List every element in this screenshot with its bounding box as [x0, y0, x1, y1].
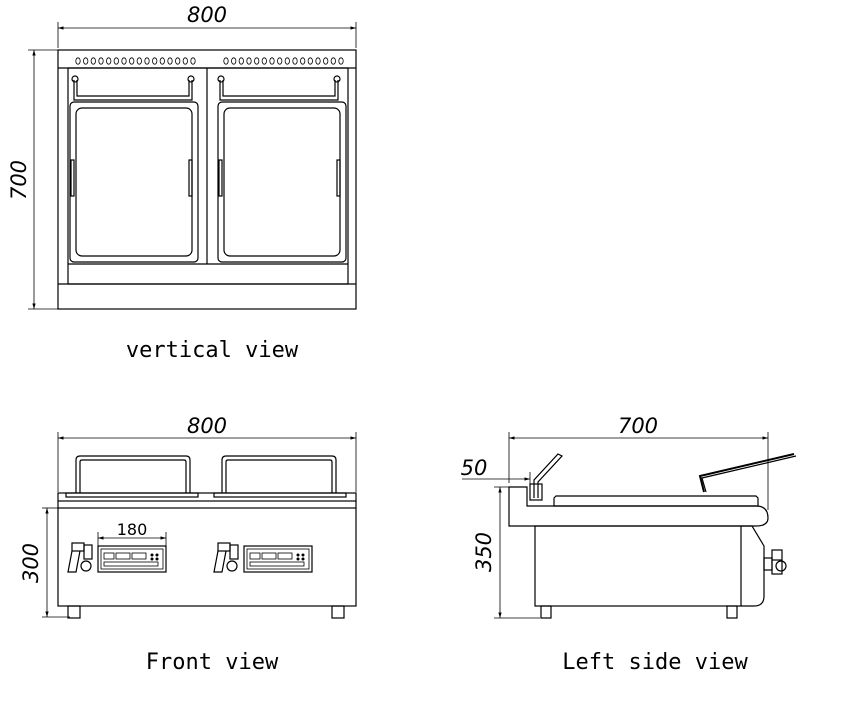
front-panel-dimension: 180: [97, 520, 167, 546]
vent-slot: [246, 57, 252, 65]
vent-slot: [330, 57, 336, 65]
front-view-caption: Front view: [146, 650, 279, 675]
vent-slot: [300, 57, 306, 65]
vent-slot: [307, 57, 313, 65]
vertical-fryer-body: [57, 49, 357, 310]
vent-slot: [292, 57, 298, 65]
vent-slot: [136, 57, 142, 65]
vertical-view-caption: vertical view: [126, 338, 299, 363]
vent-slot: [190, 57, 196, 65]
vent-slot: [338, 57, 344, 65]
front-fryer-body: [57, 501, 357, 619]
side-width-dimension: 700: [508, 414, 769, 510]
vent-slot: [83, 57, 89, 65]
side-height-dimension: 350: [472, 486, 540, 619]
vent-slot: [90, 57, 96, 65]
side-basket-handles: [529, 453, 797, 501]
vent-slot: [323, 57, 329, 65]
vertical-right-tank: [217, 75, 347, 263]
vent-slot: [277, 57, 283, 65]
vent-slot: [254, 57, 260, 65]
front-height-dimension: 300: [19, 507, 70, 618]
side-drain-valve: [763, 549, 787, 575]
vertical-width-dimension: 800: [57, 3, 357, 48]
vertical-width-label: 800: [187, 3, 227, 27]
vent-slot: [231, 57, 237, 65]
front-left-control-panel: [97, 545, 167, 573]
vertical-vent-holes: [75, 57, 344, 65]
front-left-drain-valve: [67, 542, 93, 573]
side-offset-dimension: 50: [461, 456, 531, 500]
side-offset-label: 50: [461, 456, 488, 480]
vent-slot: [269, 57, 275, 65]
vent-slot: [113, 57, 119, 65]
left-side-view: 700 50 350: [461, 414, 797, 675]
vent-slot: [129, 57, 135, 65]
side-fryer-body: [508, 486, 769, 619]
vent-slot: [98, 57, 104, 65]
front-top-lip: [57, 492, 357, 502]
front-left-basket: [75, 455, 191, 493]
vertical-height-label: 700: [7, 160, 31, 200]
front-panel-label: 180: [117, 520, 148, 539]
vent-slot: [167, 57, 173, 65]
vertical-left-tank: [69, 75, 199, 263]
front-right-drain-valve: [213, 542, 239, 573]
vertical-view: 800 700: [7, 3, 357, 363]
side-height-label: 350: [472, 532, 496, 572]
vent-slot: [238, 57, 244, 65]
front-width-dimension: 800: [57, 414, 357, 492]
vent-slot: [261, 57, 267, 65]
front-right-control-panel: [243, 545, 313, 573]
vent-slot: [159, 57, 165, 65]
vent-slot: [315, 57, 321, 65]
vertical-height-dimension: 700: [7, 49, 58, 310]
side-width-label: 700: [618, 414, 658, 438]
front-width-label: 800: [187, 414, 227, 438]
vent-slot: [175, 57, 181, 65]
vent-slot: [223, 57, 229, 65]
vent-slot: [121, 57, 127, 65]
vent-slot: [182, 57, 188, 65]
vent-slot: [106, 57, 112, 65]
left-side-view-caption: Left side view: [562, 650, 748, 675]
front-height-label: 300: [19, 543, 43, 583]
vent-slot: [75, 57, 81, 65]
front-right-basket: [221, 455, 337, 493]
vent-slot: [152, 57, 158, 65]
vent-slot: [144, 57, 150, 65]
front-view: 800 300: [19, 414, 357, 675]
vent-slot: [284, 57, 290, 65]
